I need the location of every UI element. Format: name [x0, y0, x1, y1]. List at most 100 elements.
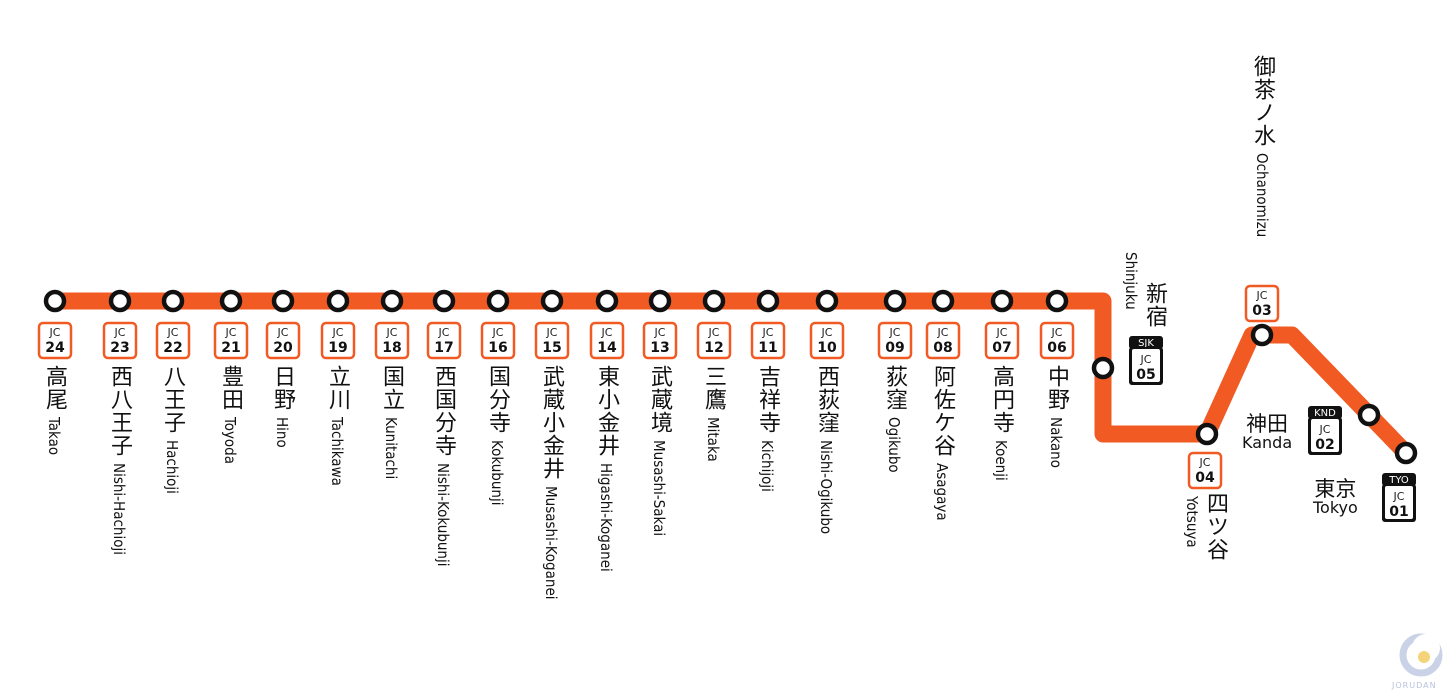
line-code: JC — [1051, 326, 1063, 339]
station-marker-kanda[interactable] — [1357, 403, 1381, 427]
station-marker-kichijoji[interactable] — [756, 289, 780, 313]
station-label-toyoda: 豊田Toyoda — [218, 365, 243, 464]
station-label-shinjuku: 新宿 — [1142, 282, 1167, 328]
station-name-kanji: 神田 — [1246, 412, 1289, 436]
station-number: 03 — [1252, 303, 1271, 319]
station-marker-nishi-ogikubo[interactable] — [815, 289, 839, 313]
station-name-roman: Musashi-Sakai — [650, 440, 668, 537]
station-number: 10 — [817, 340, 837, 356]
line-code: JC — [492, 326, 504, 339]
station-name-roman: Mitaka — [704, 417, 722, 462]
station-marker-ogikubo[interactable] — [883, 289, 907, 313]
station-marker-nakano[interactable] — [1045, 289, 1069, 313]
station-label-ochanomizu: 御茶ノ水 Ochanomizu — [1250, 55, 1275, 238]
line-code: JC — [49, 326, 61, 339]
station-number: 19 — [328, 340, 347, 356]
station-number: 24 — [45, 340, 65, 356]
station-name-roman: Higashi-Koganei — [597, 463, 615, 572]
station-marker-hino[interactable] — [271, 289, 295, 313]
station-label-kunitachi: 国立Kunitachi — [379, 365, 404, 479]
station-marker-kunitachi[interactable] — [380, 289, 404, 313]
station-marker-mitaka[interactable] — [702, 289, 726, 313]
station-name-roman: Nishi-Hachioji — [110, 463, 128, 555]
station-marker-ochanomizu[interactable] — [1250, 323, 1274, 347]
station-marker-yotsuya[interactable] — [1195, 422, 1219, 446]
line-code: JC — [225, 326, 237, 339]
station-marker-asagaya[interactable] — [931, 289, 955, 313]
station-number: 18 — [382, 340, 401, 356]
line-code: JC — [821, 326, 833, 339]
line-code: JC — [114, 326, 126, 339]
station-number: 04 — [1195, 470, 1215, 486]
station-label-takao: 高尾Takao — [42, 365, 67, 456]
line-code: JC — [889, 326, 901, 339]
station-number: 14 — [597, 340, 617, 356]
station-name-roman: Ogikubo — [885, 417, 903, 473]
station-name-kanji: 東小金井 — [594, 365, 619, 457]
station-name-roman: Kokubunji — [488, 440, 506, 506]
line-code: JC — [654, 326, 666, 339]
station-marker-shinjuku[interactable] — [1091, 356, 1115, 380]
station-name-roman: Ochanomizu — [1253, 153, 1271, 238]
station-marker-musashi-sakai[interactable] — [648, 289, 672, 313]
station-name-roman: Takao — [45, 417, 63, 456]
station-name-kanji: 中野 — [1044, 365, 1069, 411]
station-number: 23 — [110, 340, 129, 356]
station-label-tachikawa: 立川Tachikawa — [325, 365, 350, 486]
station-name-roman: Hino — [273, 417, 291, 448]
station-label-roman-yotsuya: Yotsuya — [1183, 496, 1201, 548]
station-label-hachioji: 八王子Hachioji — [160, 365, 185, 494]
station-marker-koenji[interactable] — [990, 289, 1014, 313]
moon-icon — [1399, 633, 1443, 677]
station-name-roman: Tachikawa — [328, 417, 346, 486]
station-name-kanji: 東京 — [1314, 477, 1357, 501]
station-name-kanji: 西八王子 — [107, 365, 132, 457]
line-code: JC — [708, 326, 720, 339]
station-label-nishi-ogikubo: 西荻窪Nishi-Ogikubo — [814, 365, 839, 534]
station-marker-musashi-koganei[interactable] — [540, 289, 564, 313]
station-name-kanji: 阿佐ケ谷 — [930, 365, 955, 457]
station-marker-toyoda[interactable] — [219, 289, 243, 313]
station-label-koenji: 高円寺Koenji — [989, 365, 1014, 481]
station-marker-nishi-kokubunji[interactable] — [432, 289, 456, 313]
station-marker-takao[interactable] — [43, 289, 67, 313]
station-number: 11 — [758, 340, 777, 356]
station-label-musashi-sakai: 武蔵境Musashi-Sakai — [647, 365, 672, 537]
station-marker-higashi-koganei[interactable] — [595, 289, 619, 313]
station-number: 21 — [221, 340, 240, 356]
station-name-kanji: 西国分寺 — [431, 365, 456, 457]
station-name-kanji: 西荻窪 — [814, 365, 839, 434]
station-label-kokubunji: 国分寺Kokubunji — [485, 365, 510, 506]
station-number: 15 — [542, 340, 561, 356]
station-name-kanji: 御茶ノ水 — [1250, 55, 1275, 147]
station-number: 05 — [1136, 367, 1155, 383]
station-marker-nishi-hachioji[interactable] — [108, 289, 132, 313]
station-marker-tokyo[interactable] — [1394, 441, 1418, 465]
station-marker-kokubunji[interactable] — [486, 289, 510, 313]
station-number: 01 — [1389, 504, 1408, 520]
line-code: JC — [1199, 456, 1211, 469]
station-marker-hachioji[interactable] — [161, 289, 185, 313]
station-number: 16 — [488, 340, 507, 356]
station-label-kichijoji: 吉祥寺Kichijoji — [755, 365, 780, 492]
station-number: 20 — [273, 340, 293, 356]
station-number: 17 — [434, 340, 453, 356]
station-marker-tachikawa[interactable] — [326, 289, 350, 313]
station-label-nishi-kokubunji: 西国分寺Nishi-Kokubunji — [431, 365, 456, 567]
station-name-roman: Kichijoji — [758, 440, 776, 492]
station-name-roman: Asagaya — [933, 463, 951, 521]
